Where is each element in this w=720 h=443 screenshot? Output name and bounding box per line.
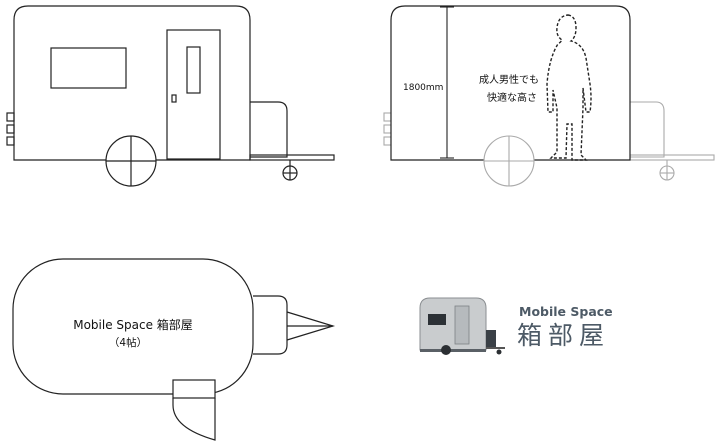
front-box-faded — [630, 101, 665, 158]
side-light-faded-3 — [383, 136, 392, 146]
logo-trailer-front-box — [486, 330, 496, 348]
door-swing — [172, 398, 216, 441]
front-box-top — [253, 295, 288, 355]
side-view — [6, 5, 335, 187]
trailer-body — [13, 5, 251, 161]
side-light-faded-2 — [383, 124, 392, 134]
top-view: Mobile Space 箱部屋 （4帖） — [12, 258, 336, 441]
brand-logo: Mobile Space 箱部屋 — [419, 297, 613, 355]
trailer-roof — [12, 258, 254, 395]
trailer-logo-image — [419, 297, 505, 355]
logo-trailer-door — [454, 305, 470, 345]
plan-subtitle: （4帖） — [109, 336, 147, 349]
trailer-body-outline — [390, 5, 631, 161]
logo-trailer-window — [428, 314, 446, 325]
side-light-3 — [6, 136, 15, 146]
door-step — [172, 379, 216, 399]
height-label: 1800mm — [403, 83, 443, 93]
front-box — [250, 101, 288, 158]
side-light-faded-1 — [383, 112, 392, 122]
hitch-bar — [249, 154, 335, 161]
note-line-1: 成人男性でも — [479, 73, 539, 86]
brand-name-jp: 箱部屋 — [517, 321, 610, 350]
logo-trailer-wheel — [441, 345, 451, 355]
side-light-2 — [6, 124, 15, 134]
logo-trailer-body — [419, 297, 487, 351]
logo-trailer-jockey-wheel — [496, 349, 502, 355]
note-line-2: 快適な高さ — [487, 91, 537, 104]
side-light-1 — [6, 112, 15, 122]
person-silhouette — [546, 14, 592, 161]
plan-title: Mobile Space 箱部屋 — [73, 317, 193, 332]
logo-trailer-chassis — [420, 349, 486, 352]
entry-door — [166, 29, 221, 160]
brand-name-en: Mobile Space — [519, 304, 613, 319]
side-window — [50, 47, 127, 89]
door-window — [186, 46, 201, 94]
height-view: 1800mm 成人男性でも 快適な高さ — [383, 5, 715, 187]
door-handle — [171, 94, 177, 103]
